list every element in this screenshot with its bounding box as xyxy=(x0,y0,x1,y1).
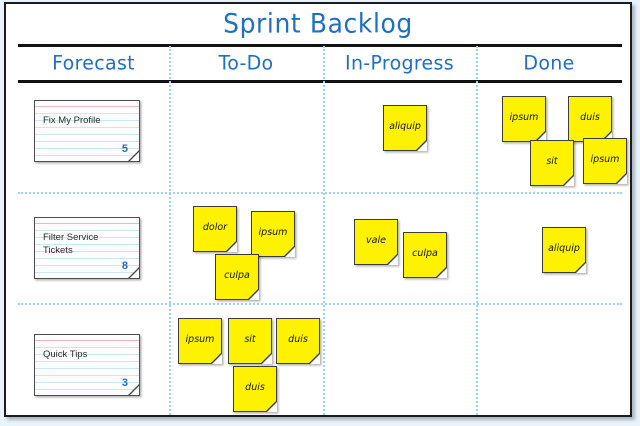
sticky-note[interactable]: ipsum xyxy=(583,138,627,184)
folded-corner-icon xyxy=(129,385,139,395)
sticky-note[interactable]: culpa xyxy=(403,232,447,278)
sticky-note-label: dolor xyxy=(202,222,228,233)
folded-corner-icon xyxy=(602,132,612,142)
board-title-bar: Sprint Backlog xyxy=(6,4,630,42)
folded-corner-icon xyxy=(388,255,398,265)
page-title: Sprint Backlog xyxy=(223,7,413,39)
sticky-note[interactable]: dolor xyxy=(193,206,237,252)
index-card-rules xyxy=(35,101,139,161)
story-card-title: Fix My Profile xyxy=(43,115,101,126)
column-header-forecast[interactable]: Forecast xyxy=(52,50,135,75)
sticky-note-label: culpa xyxy=(412,248,438,259)
sticky-note-label: ipsum xyxy=(185,334,215,345)
folded-corner-icon xyxy=(536,132,546,142)
sticky-note[interactable]: ipsum xyxy=(178,318,222,364)
column-divider-2 xyxy=(323,46,325,415)
row-divider-1 xyxy=(18,192,622,194)
sticky-note[interactable]: culpa xyxy=(215,254,259,300)
row-divider-2 xyxy=(18,303,622,305)
folded-corner-icon xyxy=(576,263,586,273)
folded-corner-icon xyxy=(262,354,272,364)
sticky-note[interactable]: ipsum xyxy=(251,211,295,257)
sticky-note-label: aliquip xyxy=(548,243,580,254)
story-card[interactable]: Filter Service Tickets 8 xyxy=(34,217,140,279)
sticky-note-label: ipsum xyxy=(509,112,539,123)
sticky-note-label: ipsum xyxy=(258,227,288,238)
folded-corner-icon xyxy=(267,402,277,412)
story-card[interactable]: Quick Tips 3 xyxy=(34,334,140,396)
header-underline-rule xyxy=(18,80,622,83)
column-header-to-do[interactable]: To-Do xyxy=(218,50,274,75)
folded-corner-icon xyxy=(212,354,222,364)
sticky-note-label: aliquip xyxy=(389,121,421,132)
index-card-rules xyxy=(35,335,139,395)
sticky-note[interactable]: aliquip xyxy=(542,227,586,273)
index-card-rules xyxy=(35,218,139,278)
sticky-note-label: vale xyxy=(366,235,386,246)
folded-corner-icon xyxy=(129,151,139,161)
folded-corner-icon xyxy=(617,174,627,184)
sticky-note[interactable]: sit xyxy=(530,140,574,186)
sticky-note[interactable]: sit xyxy=(228,318,272,364)
sticky-note[interactable]: duis xyxy=(276,318,320,364)
sticky-note-label: sit xyxy=(244,334,256,345)
title-underline-rule xyxy=(18,44,622,47)
column-header-done[interactable]: Done xyxy=(523,50,575,75)
story-card[interactable]: Fix My Profile 5 xyxy=(34,100,140,162)
story-card-title: Filter Service Tickets xyxy=(43,232,99,256)
sticky-note[interactable]: aliquip xyxy=(383,105,427,151)
story-card-title: Quick Tips xyxy=(43,349,88,360)
sticky-note-label: culpa xyxy=(224,270,250,281)
folded-corner-icon xyxy=(249,290,259,300)
folded-corner-icon xyxy=(129,268,139,278)
folded-corner-icon xyxy=(417,141,427,151)
story-points-badge: 8 xyxy=(121,260,128,272)
folded-corner-icon xyxy=(564,176,574,186)
folded-corner-icon xyxy=(227,242,237,252)
sprint-backlog-board: Sprint Backlog Forecast To-Do In-Progress D… xyxy=(4,2,632,417)
column-divider-1 xyxy=(169,46,171,415)
sticky-note[interactable]: ipsum xyxy=(502,96,546,142)
folded-corner-icon xyxy=(285,247,295,257)
sticky-note[interactable]: vale xyxy=(354,219,398,265)
sticky-note-label: sit xyxy=(546,156,558,167)
column-header-in-progress[interactable]: In-Progress xyxy=(345,50,454,75)
sticky-note-label: duis xyxy=(580,112,600,123)
sticky-note-label: duis xyxy=(288,334,308,345)
sticky-note-label: duis xyxy=(245,382,265,393)
folded-corner-icon xyxy=(437,268,447,278)
sticky-note[interactable]: duis xyxy=(233,366,277,412)
sticky-note-label: ipsum xyxy=(590,154,620,165)
folded-corner-icon xyxy=(310,354,320,364)
story-points-badge: 5 xyxy=(121,143,128,155)
column-divider-3 xyxy=(476,46,478,415)
sticky-note[interactable]: duis xyxy=(568,96,612,142)
column-header-row: Forecast To-Do In-Progress Done xyxy=(6,46,630,79)
story-points-badge: 3 xyxy=(121,377,128,389)
